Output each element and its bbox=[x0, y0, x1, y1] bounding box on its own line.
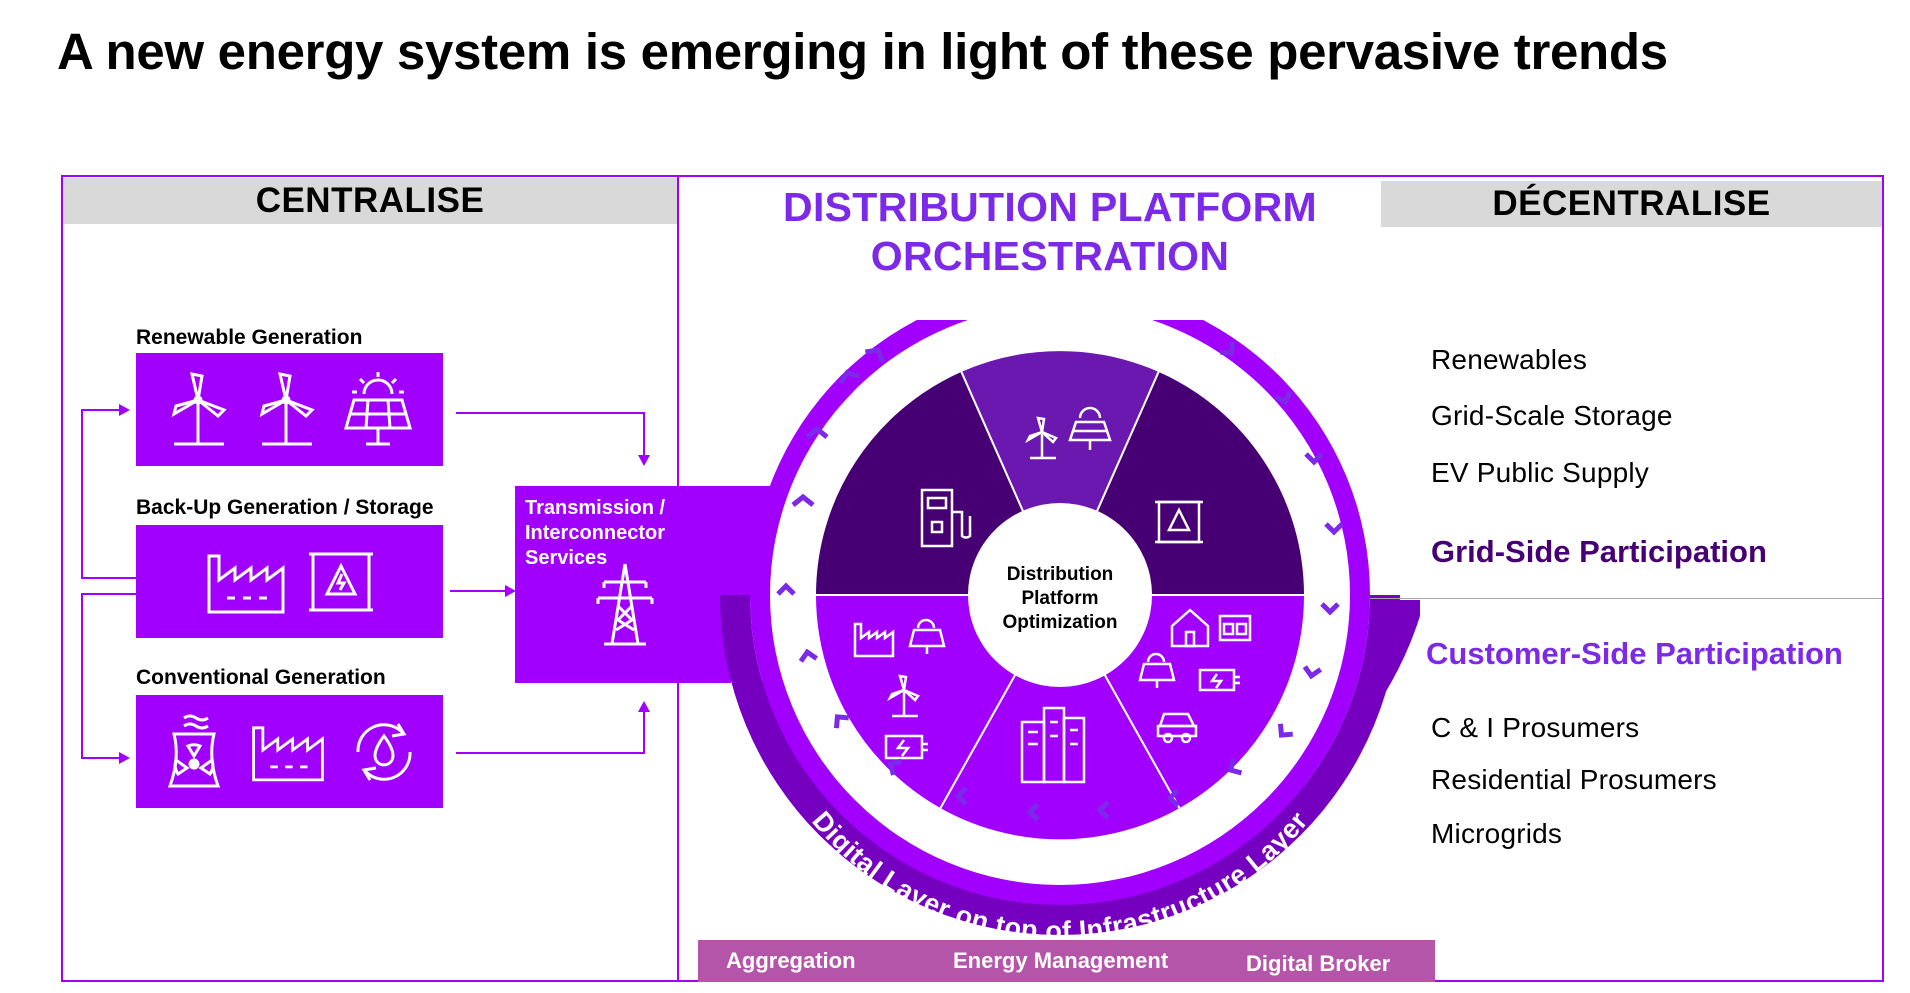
house-icon bbox=[1170, 608, 1210, 648]
customer-side-heading: Customer-Side Participation bbox=[1426, 636, 1843, 671]
distribution-platform-heading: DISTRIBUTION PLATFORM ORCHESTRATION bbox=[783, 184, 1317, 279]
connector-line bbox=[456, 412, 645, 414]
connector-line bbox=[81, 409, 83, 578]
right-divider bbox=[1370, 598, 1882, 599]
arrow-icon bbox=[638, 701, 650, 712]
backup-generation-box bbox=[136, 525, 443, 638]
factory-icon bbox=[853, 622, 895, 658]
hub-label-line-1: Distribution bbox=[1007, 564, 1114, 585]
energy-management-label: Energy Management bbox=[953, 948, 1169, 973]
connector-line bbox=[81, 577, 136, 579]
electric-car-icon bbox=[1156, 712, 1198, 744]
grid-item-ev: EV Public Supply bbox=[1431, 457, 1649, 488]
customer-item-residential: Residential Prosumers bbox=[1431, 764, 1717, 795]
decentralise-header: DÉCENTRALISE bbox=[1381, 181, 1882, 227]
distribution-wheel: Distribution Platform Optimization bbox=[720, 320, 1420, 940]
connector-line bbox=[643, 412, 645, 456]
backup-generation-label: Back-Up Generation / Storage bbox=[136, 496, 434, 519]
battery-storage-icon bbox=[1155, 500, 1203, 544]
hub-label-line-3: Optimization bbox=[1002, 612, 1117, 633]
grid-side-heading: Grid-Side Participation bbox=[1431, 534, 1767, 569]
connector-line bbox=[643, 712, 645, 754]
battery-icon bbox=[1198, 668, 1240, 692]
connector-line bbox=[81, 593, 83, 759]
battery-storage-icon bbox=[308, 552, 373, 611]
arrow-icon bbox=[505, 585, 516, 597]
wind-turbine-icon bbox=[259, 371, 315, 445]
wind-turbine-icon bbox=[1025, 416, 1058, 460]
page-title: A new energy system is emerging in light… bbox=[57, 23, 1668, 80]
hub-circle bbox=[968, 503, 1152, 687]
battery-icon bbox=[884, 734, 928, 760]
solar-panel-icon bbox=[908, 618, 946, 654]
renewable-generation-label: Renewable Generation bbox=[136, 326, 363, 349]
services-bar: Aggregation Energy Management Digital Br… bbox=[698, 940, 1435, 982]
smart-panel-icon bbox=[1218, 614, 1252, 642]
solar-panel-icon bbox=[343, 371, 412, 445]
transmission-tower-icon bbox=[596, 563, 654, 646]
solar-panel-icon bbox=[1138, 652, 1176, 688]
nuclear-plant-icon bbox=[167, 714, 220, 787]
arrow-icon bbox=[119, 752, 130, 764]
solar-panel-icon bbox=[1068, 406, 1112, 450]
ev-charger-icon bbox=[920, 488, 972, 548]
centralise-header: CENTRALISE bbox=[63, 178, 677, 224]
digital-broker-label: Digital Broker bbox=[1246, 951, 1391, 976]
connector-line bbox=[450, 590, 506, 592]
hub-label-line-2: Platform bbox=[1021, 588, 1098, 609]
sector-top bbox=[959, 349, 1161, 598]
connector-line bbox=[456, 752, 645, 754]
wind-turbine-icon bbox=[887, 674, 920, 718]
conventional-generation-box bbox=[136, 695, 443, 808]
connector-line bbox=[81, 757, 121, 759]
connector-line bbox=[81, 409, 121, 411]
grid-item-renewables: Renewables bbox=[1431, 344, 1588, 375]
grid-item-storage: Grid-Scale Storage bbox=[1431, 400, 1673, 431]
arrow-icon bbox=[638, 455, 650, 466]
customer-item-ci: C & I Prosumers bbox=[1431, 712, 1640, 743]
hydro-cycle-icon bbox=[355, 722, 412, 781]
customer-item-microgrids: Microgrids bbox=[1431, 818, 1563, 849]
flow-chevrons bbox=[776, 341, 1344, 822]
renewable-generation-box bbox=[136, 353, 443, 466]
factory-icon bbox=[251, 725, 324, 781]
sector-bottom bbox=[938, 592, 1182, 842]
factory-icon bbox=[207, 554, 284, 613]
aggregation-label: Aggregation bbox=[726, 948, 856, 973]
transmission-label: Transmission / Interconnector Services bbox=[525, 497, 666, 569]
city-buildings-icon bbox=[1020, 706, 1086, 784]
conventional-generation-label: Conventional Generation bbox=[136, 666, 386, 689]
arrow-icon bbox=[119, 404, 130, 416]
connector-line bbox=[81, 593, 136, 595]
wind-turbine-icon bbox=[171, 371, 227, 445]
